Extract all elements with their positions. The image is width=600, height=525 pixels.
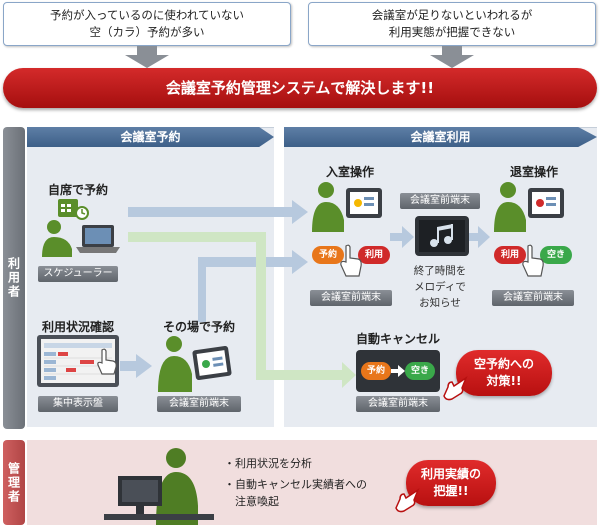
onsite-terminal-label: 会議室前端末 bbox=[157, 396, 241, 412]
problem-box-left: 予約が入っているのに使われていない 空（カラ）予約が多い bbox=[3, 2, 291, 46]
reservation-section-header: 会議室予約 bbox=[27, 127, 274, 147]
checkout-terminal-label: 会議室前端末 bbox=[492, 290, 574, 306]
scheduler-label: スケジューラー bbox=[38, 266, 118, 282]
music-note-terminal-icon bbox=[415, 216, 469, 256]
usage-record-callout: 利用実績の 把握!! bbox=[406, 460, 496, 506]
solution-banner: 会議室予約管理システムで解決します!! bbox=[3, 68, 597, 108]
pill-reserve-cancel: 予約 bbox=[361, 362, 391, 380]
touch-hand-icon bbox=[522, 244, 544, 277]
auto-cancel-terminal: 予約 空き bbox=[356, 350, 440, 392]
onsite-reservation-title: その場で予約 bbox=[162, 320, 235, 334]
melody-notice-line1: 終了時間を bbox=[413, 265, 467, 277]
pill-reserve: 予約 bbox=[312, 246, 344, 264]
checkout-title: 退室操作 bbox=[509, 165, 558, 179]
pill-in-use: 利用 bbox=[358, 246, 390, 264]
admin-desk-icon bbox=[104, 448, 214, 525]
pointing-hand-icon bbox=[443, 376, 468, 401]
problem-right-line1: 会議室が足りないといわれるが bbox=[371, 8, 533, 22]
auto-cancel-terminal-label: 会議室前端末 bbox=[356, 396, 440, 412]
right-arrow-icon bbox=[391, 365, 405, 377]
tab-admin: 管理者 bbox=[3, 440, 25, 525]
admin-task-2: ・自動キャンセル実績者への bbox=[224, 478, 367, 491]
empty-reservation-callout-line2: 対策!! bbox=[486, 374, 522, 388]
desk-reservation-title: 自席で予約 bbox=[47, 183, 108, 197]
melody-notice-line3: お知らせ bbox=[419, 297, 461, 309]
central-display-label: 集中表示盤 bbox=[38, 396, 118, 412]
pill-vacant: 空き bbox=[540, 246, 572, 264]
empty-reservation-callout-line1: 空予約への bbox=[473, 357, 534, 371]
person-tablet-icon bbox=[158, 336, 232, 392]
person-checkout-icon bbox=[494, 182, 564, 232]
problem-left-line1: 予約が入っているのに使われていない bbox=[49, 8, 244, 22]
down-arrow-left-icon bbox=[125, 46, 169, 68]
middle-terminal-label: 会議室前端末 bbox=[400, 193, 480, 209]
problem-box-right: 会議室が足りないといわれるが 利用実態が把握できない bbox=[308, 2, 596, 46]
problem-right-line2: 利用実態が把握できない bbox=[388, 25, 516, 39]
pill-in-use-out: 利用 bbox=[494, 246, 526, 264]
checkin-terminal-label: 会議室前端末 bbox=[310, 290, 392, 306]
pill-vacant-cancel: 空き bbox=[405, 362, 435, 380]
admin-tasks: ・利用状況を分析 ・自動キャンセル実績者への 注意喚起 bbox=[224, 455, 394, 510]
pointing-hand-icon bbox=[395, 488, 420, 513]
melody-notice: 終了時間を メロディで お知らせ bbox=[400, 263, 480, 311]
problem-left-line2: 空（カラ）予約が多い bbox=[89, 25, 205, 39]
checkin-status-change: 予約 利用 bbox=[312, 236, 390, 284]
checkout-status-change: 利用 空き bbox=[494, 236, 572, 284]
usage-record-callout-line2: 把握!! bbox=[433, 484, 469, 498]
admin-task-2-cont: 注意喚起 bbox=[224, 495, 279, 508]
touch-hand-icon bbox=[340, 244, 362, 277]
down-arrow-right-icon bbox=[430, 46, 474, 68]
tab-users: 利用者 bbox=[3, 127, 25, 429]
usage-record-callout-line1: 利用実績の bbox=[420, 467, 481, 481]
status-check-title: 利用状況確認 bbox=[41, 320, 114, 334]
auto-cancel-title: 自動キャンセル bbox=[355, 332, 440, 346]
melody-notice-line2: メロディで bbox=[414, 281, 466, 293]
person-checkin-icon bbox=[312, 182, 382, 232]
admin-task-1: ・利用状況を分析 bbox=[224, 457, 312, 470]
usage-section-header: 会議室利用 bbox=[284, 127, 597, 147]
person-laptop-icon bbox=[42, 199, 120, 257]
checkin-title: 入室操作 bbox=[325, 165, 374, 179]
finger-pointer-icon bbox=[97, 348, 117, 375]
empty-reservation-callout: 空予約への 対策!! bbox=[456, 350, 552, 396]
